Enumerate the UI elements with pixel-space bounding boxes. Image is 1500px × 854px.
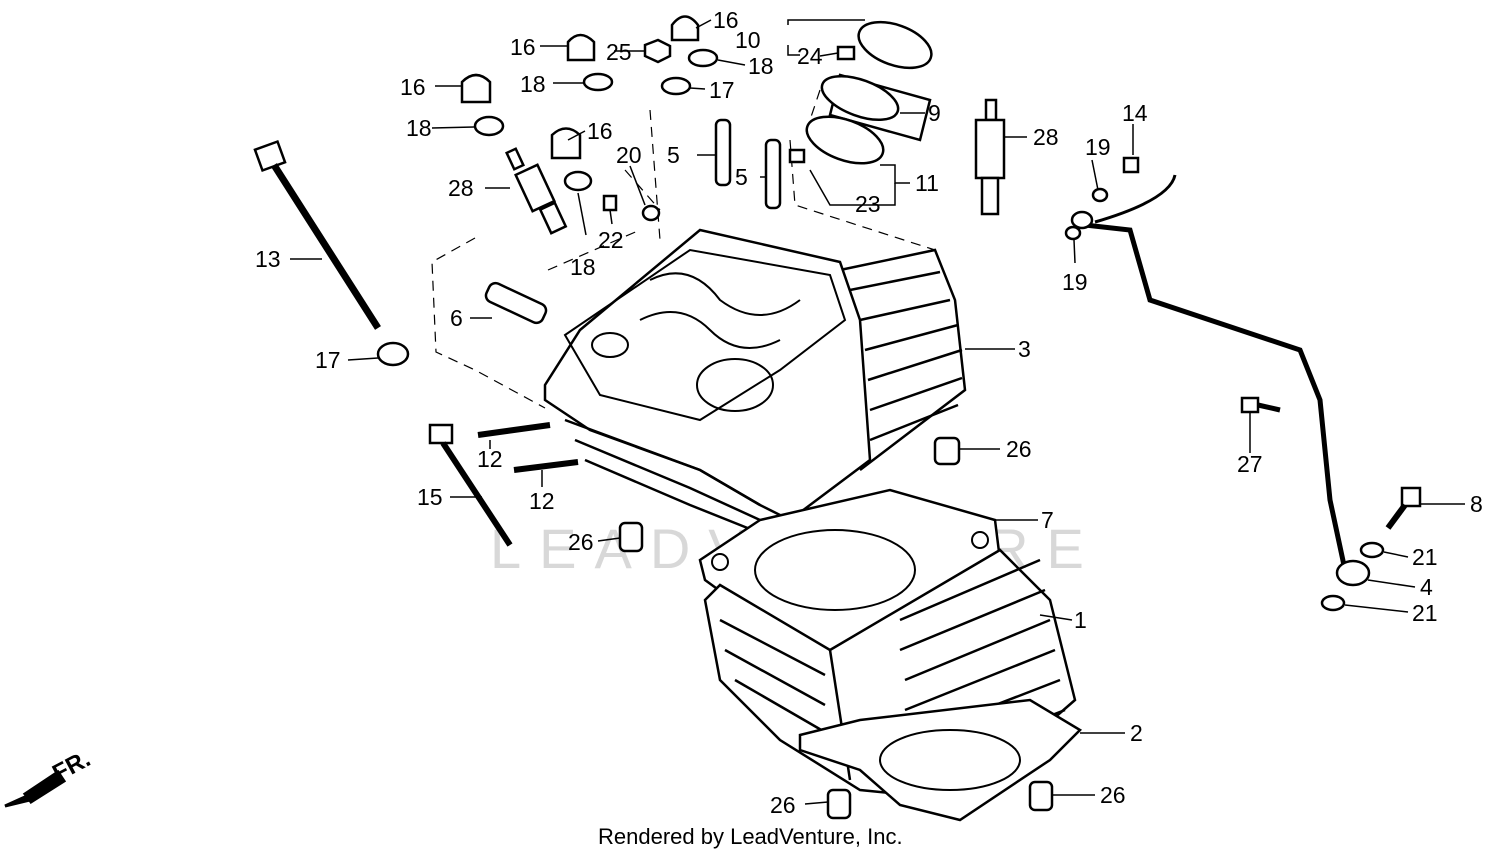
callout-26-left: 26	[568, 529, 594, 555]
washer-17-left	[376, 341, 410, 367]
callout-6: 6	[450, 305, 463, 331]
callout-10: 10	[735, 27, 761, 53]
washer-21-lower	[1320, 594, 1346, 612]
callout-3: 3	[1018, 336, 1031, 362]
leader-lines	[290, 19, 1465, 805]
spark-plug-right	[974, 98, 1006, 216]
callout-22: 22	[598, 227, 624, 253]
nut-20	[641, 204, 661, 222]
washer-19-lower	[1064, 225, 1082, 241]
intake-assembly	[788, 20, 933, 165]
callout-15: 15	[417, 484, 443, 510]
bolt-27-shank	[1257, 402, 1281, 413]
callout-25: 25	[606, 39, 632, 65]
callout-1: 1	[1074, 607, 1087, 633]
bolt-8-shank	[1385, 503, 1408, 530]
callout-4: 4	[1420, 574, 1433, 600]
callout-5-left: 5	[667, 142, 680, 168]
cylinder-head	[543, 228, 967, 537]
callout-26-head: 26	[1006, 436, 1032, 462]
valve-guide-5-right	[764, 138, 782, 210]
washer-21-upper	[1359, 541, 1385, 559]
washer-17-top	[660, 76, 692, 96]
dowel-26-head	[933, 436, 961, 466]
callout-28-left: 28	[448, 175, 474, 201]
bolt-22	[602, 194, 618, 212]
callout-26-bottom-left: 26	[770, 792, 796, 818]
washer-18-c	[473, 115, 505, 137]
callout-14: 14	[1122, 100, 1148, 126]
valve-guide-5-left	[714, 118, 732, 187]
callout-18-mid: 18	[520, 71, 546, 97]
cap-16-mid	[566, 33, 596, 62]
callout-28-right: 28	[1033, 124, 1059, 150]
base-gasket	[798, 698, 1083, 822]
callout-26-bottom-right: 26	[1100, 782, 1126, 808]
callout-9: 9	[928, 100, 941, 126]
callout-27: 27	[1237, 451, 1263, 477]
bolt-8	[1400, 486, 1422, 508]
oil-pipe	[1070, 174, 1371, 587]
nut-25	[643, 38, 672, 64]
callout-12-upper: 12	[477, 446, 503, 472]
callout-16-mid: 16	[510, 34, 536, 60]
callout-12-lower: 12	[529, 488, 555, 514]
callout-24: 24	[797, 43, 823, 69]
callout-16-left: 16	[400, 74, 426, 100]
callout-17-left: 17	[315, 347, 341, 373]
callout-labels: 1 2 3 4 5 5 6 7 8 9 10 11 12 12 13 14 15…	[255, 7, 1483, 818]
stud-12-upper	[477, 422, 551, 438]
washer-18-b	[687, 48, 719, 68]
washer-19-upper	[1091, 187, 1109, 203]
callout-18-left: 18	[406, 115, 432, 141]
callout-13: 13	[255, 246, 281, 272]
washer-18-a	[582, 72, 614, 92]
callout-21-lower: 21	[1412, 600, 1438, 626]
front-direction-indicator: FR.	[4, 745, 95, 808]
callout-20: 20	[616, 142, 642, 168]
callout-7: 7	[1041, 507, 1054, 533]
cap-16-lower	[550, 127, 582, 160]
credit-text: Rendered by LeadVenture, Inc.	[598, 824, 903, 849]
cap-16-left	[460, 73, 492, 104]
callout-21-upper: 21	[1412, 544, 1438, 570]
callout-16-top: 16	[713, 7, 739, 33]
callout-5-right: 5	[735, 164, 748, 190]
dowel-26-bottom-left	[826, 788, 852, 820]
stud-12-lower	[513, 459, 579, 473]
callout-16-lower: 16	[587, 118, 613, 144]
callout-19-lower: 19	[1062, 269, 1088, 295]
callout-17-top: 17	[709, 77, 735, 103]
bolt-27	[1240, 396, 1260, 414]
callout-18-lower: 18	[570, 254, 596, 280]
flange-bolt	[428, 423, 513, 547]
dowel-26-bottom-right	[1028, 780, 1054, 812]
callout-11: 11	[915, 170, 939, 196]
callout-2: 2	[1130, 720, 1143, 746]
callout-18-top: 18	[748, 53, 774, 79]
dowel-26-left	[618, 521, 644, 553]
callout-23: 23	[855, 191, 881, 217]
bolt-14	[1122, 156, 1140, 174]
washer-18-d	[563, 170, 593, 192]
valve-guide-6	[484, 281, 548, 325]
front-arrow-icon	[4, 769, 67, 808]
callout-19-upper: 19	[1085, 134, 1111, 160]
callout-8: 8	[1470, 491, 1483, 517]
long-bolt	[253, 139, 381, 330]
cap-16-top	[670, 15, 700, 42]
spark-plug-left	[505, 147, 568, 235]
